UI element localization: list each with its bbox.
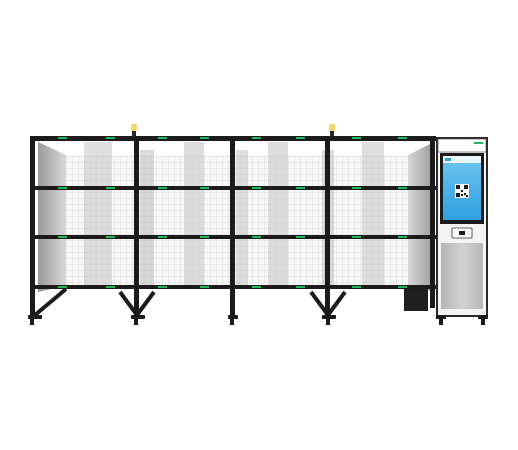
kiosk-lower-panel: [441, 243, 483, 309]
leg-braces: [33, 287, 347, 317]
beacon-light-right: [329, 124, 335, 136]
feet: [28, 315, 336, 325]
divider-panels: [38, 142, 434, 292]
kiosk-logo: [445, 158, 451, 161]
base-support: [404, 289, 428, 311]
beacon-lights: [131, 124, 335, 136]
kiosk-cabinet: [436, 137, 488, 325]
frame-posts: [30, 136, 435, 316]
indicator-lights: [58, 137, 407, 288]
shelving-unit: [28, 124, 436, 325]
beacon-light-left: [131, 124, 137, 136]
qr-code-icon: [455, 184, 469, 198]
